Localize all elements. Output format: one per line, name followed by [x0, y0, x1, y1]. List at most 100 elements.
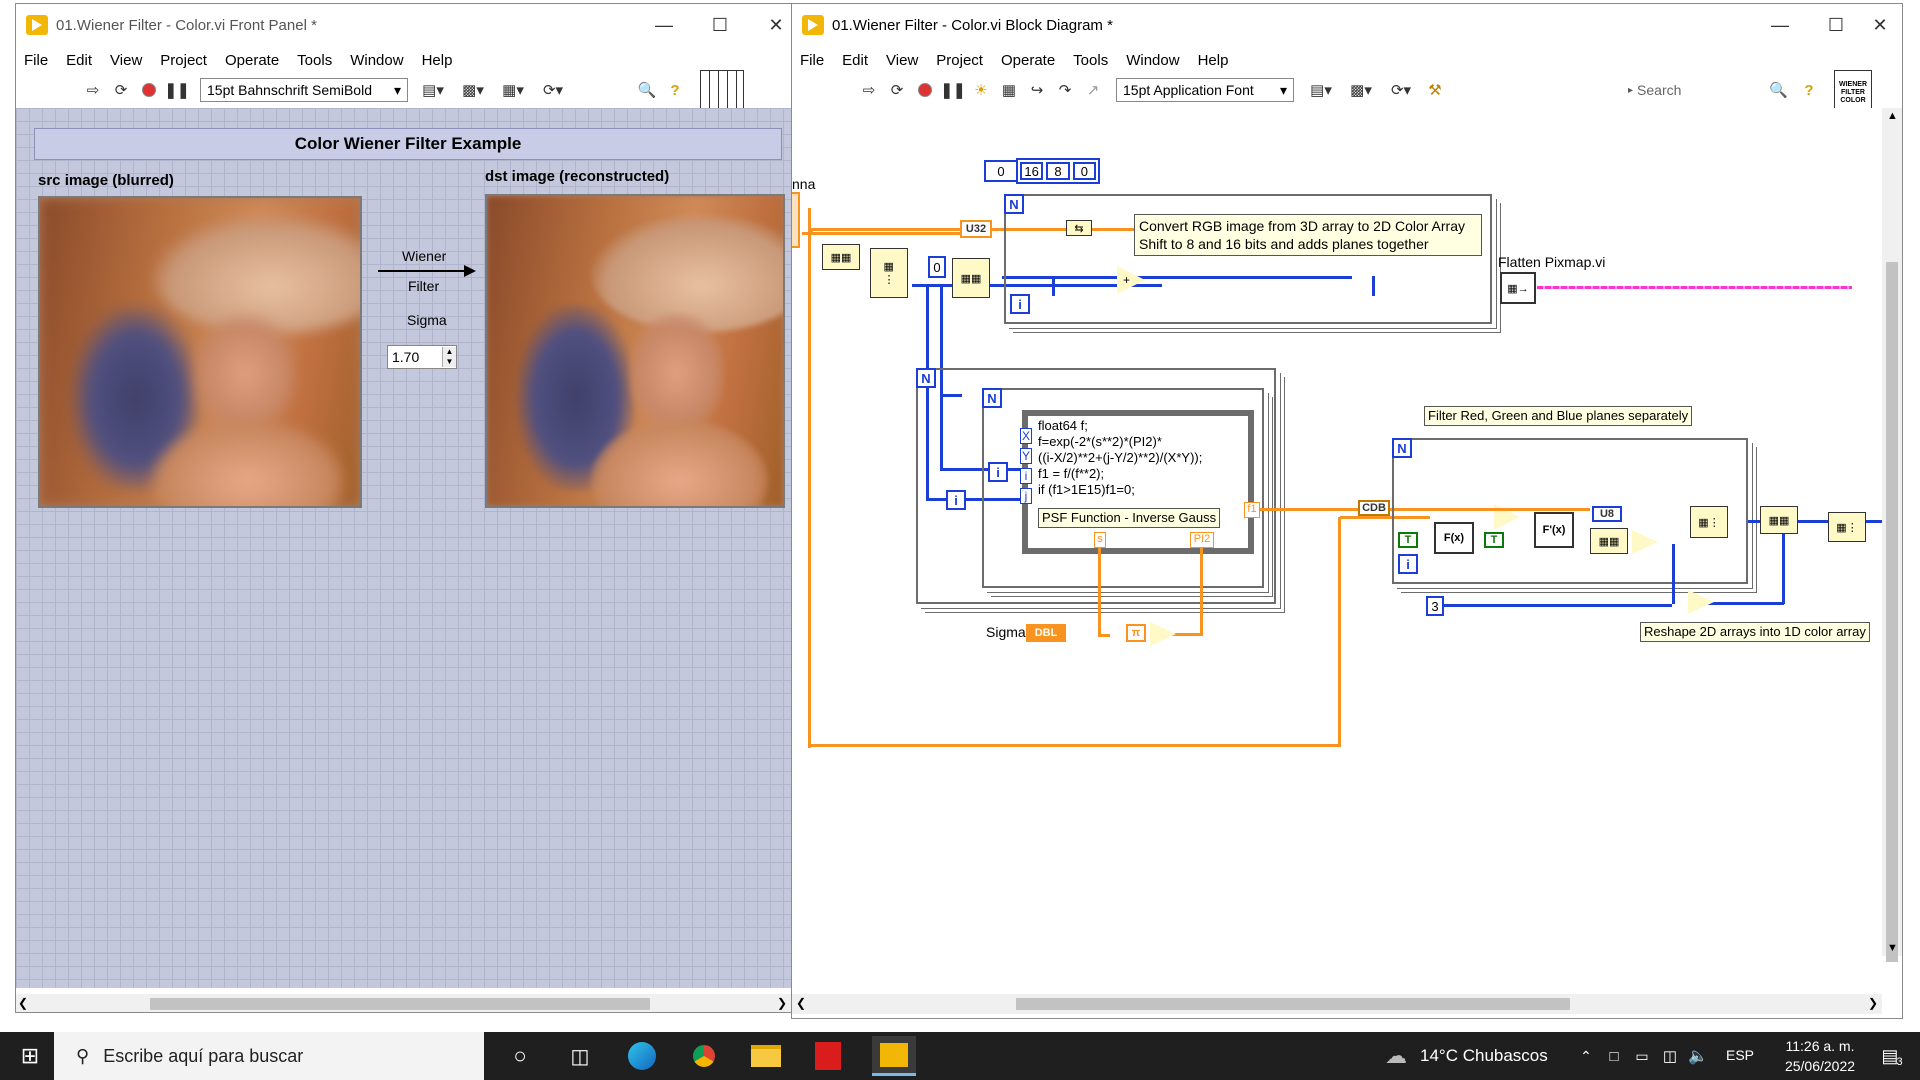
- search-icon[interactable]: 🔍: [637, 82, 657, 99]
- menu-edit[interactable]: Edit: [842, 51, 869, 69]
- font-selector[interactable]: 15pt Application Font▾: [1116, 78, 1294, 102]
- windows-start-icon[interactable]: ⊞: [20, 1043, 40, 1068]
- fp-hscrollbar[interactable]: ❮ ❯: [16, 994, 791, 1012]
- abort-icon[interactable]: [138, 79, 160, 101]
- search-box[interactable]: ▸ Search 🔍: [1628, 78, 1788, 102]
- square-node[interactable]: [1150, 622, 1176, 646]
- pause-icon[interactable]: ❚❚: [940, 82, 966, 99]
- resize-icon[interactable]: ▦▾: [502, 82, 524, 99]
- minimize-button[interactable]: —: [1771, 14, 1789, 35]
- constant-3[interactable]: 3: [1426, 596, 1444, 616]
- u32-conversion-node[interactable]: U32: [960, 220, 992, 238]
- formula-node[interactable]: float64 f; f=exp(-2*(s**2)*(PI2)* ((i-X/…: [1022, 410, 1254, 554]
- constant-zero[interactable]: 0: [928, 256, 946, 278]
- chrome-icon[interactable]: [686, 1040, 722, 1072]
- distribute-icon[interactable]: ▩▾: [462, 82, 484, 99]
- cdb-conversion-node[interactable]: CDB: [1358, 500, 1390, 516]
- menu-help[interactable]: Help: [1197, 51, 1229, 69]
- formula-input-j[interactable]: j: [1020, 488, 1032, 504]
- run-icon[interactable]: ⇨: [86, 82, 100, 99]
- formula-input-i[interactable]: i: [1020, 468, 1032, 484]
- pause-icon[interactable]: ❚❚: [164, 82, 190, 99]
- inner-loop-iteration-terminal[interactable]: i: [988, 462, 1008, 482]
- increment-decrement-icon[interactable]: ▲▼: [442, 347, 456, 367]
- language-indicator[interactable]: ESP: [1726, 1047, 1755, 1063]
- menu-tools[interactable]: Tools: [1073, 51, 1109, 69]
- run-icon[interactable]: ⇨: [862, 82, 876, 99]
- scroll-right-icon[interactable]: ❯: [1867, 996, 1878, 1010]
- outer-loop-count-terminal[interactable]: N: [916, 368, 936, 388]
- reshape-array-node[interactable]: ▦▦: [1760, 506, 1798, 534]
- weather-text[interactable]: 14°C Chubascos: [1420, 1046, 1548, 1065]
- scroll-right-icon[interactable]: ❯: [776, 996, 787, 1010]
- labview-taskbar-icon[interactable]: [872, 1036, 916, 1076]
- array-size-node[interactable]: ▦⋮: [870, 248, 908, 298]
- close-button[interactable]: ✕: [768, 14, 784, 35]
- sigma-control[interactable]: 1.70 ▲▼: [387, 345, 457, 369]
- help-icon[interactable]: ?: [670, 81, 680, 99]
- formula-input-y[interactable]: Y: [1020, 448, 1032, 464]
- clock[interactable]: 11:26 a. m. 25/06/2022: [1770, 1036, 1870, 1076]
- build-array-node-2[interactable]: ▦⋮: [1690, 506, 1728, 538]
- loop-count-terminal[interactable]: N: [1004, 194, 1024, 214]
- index-array-node-2[interactable]: ▦▦: [1590, 528, 1628, 554]
- abort-icon[interactable]: [914, 79, 936, 101]
- menu-help[interactable]: Help: [421, 51, 453, 69]
- menu-operate[interactable]: Operate: [224, 51, 280, 69]
- volume-icon[interactable]: 🔈: [1688, 1048, 1708, 1065]
- run-continuously-icon[interactable]: ⟳: [890, 82, 904, 99]
- pi-constant[interactable]: π: [1126, 624, 1146, 642]
- formula-input-x[interactable]: X: [1020, 428, 1032, 444]
- build-array-node[interactable]: ▦▦: [952, 258, 990, 298]
- sigma-value[interactable]: 1.70: [392, 349, 420, 365]
- sigma-terminal[interactable]: DBL: [1026, 624, 1066, 642]
- add-node[interactable]: [1117, 266, 1145, 294]
- scroll-up-icon[interactable]: ▲: [1887, 110, 1898, 122]
- menu-file[interactable]: File: [800, 51, 825, 69]
- font-selector[interactable]: 15pt Bahnschrift SemiBold▾: [200, 78, 408, 102]
- fft-node[interactable]: F(x): [1434, 522, 1474, 554]
- align-icon[interactable]: ▤▾: [422, 82, 444, 99]
- task-view-icon[interactable]: ◫: [570, 1045, 590, 1068]
- fp-hscroll-thumb[interactable]: [150, 998, 650, 1010]
- scroll-left-icon[interactable]: ❮: [18, 996, 29, 1010]
- scroll-down-icon[interactable]: ▼: [1887, 942, 1898, 954]
- retain-wire-values-icon[interactable]: ▦: [1001, 82, 1017, 99]
- menu-tools[interactable]: Tools: [297, 51, 333, 69]
- build-array-node-3[interactable]: ▦⋮: [1828, 512, 1866, 542]
- loop-iteration-terminal[interactable]: i: [1010, 294, 1030, 314]
- scroll-left-icon[interactable]: ❮: [796, 996, 807, 1010]
- true-constant-2[interactable]: T: [1484, 532, 1504, 548]
- formula-line[interactable]: float64 f;: [1038, 418, 1088, 433]
- acrobat-icon[interactable]: [810, 1040, 846, 1072]
- constant-16[interactable]: 16: [1020, 162, 1044, 180]
- true-constant[interactable]: T: [1398, 532, 1418, 548]
- maximize-button[interactable]: ☐: [711, 14, 729, 35]
- constant-array[interactable]: 16 8 0: [1016, 158, 1100, 184]
- taskbar-search-input[interactable]: Escribe aquí para buscar: [103, 1045, 304, 1066]
- run-continuously-icon[interactable]: ⟳: [114, 82, 128, 99]
- filter-for-loop[interactable]: [1392, 438, 1748, 584]
- menu-window[interactable]: Window: [1126, 51, 1180, 69]
- distribute-icon[interactable]: ▩▾: [1350, 82, 1372, 99]
- network-icon[interactable]: ◫: [1662, 1048, 1678, 1065]
- highlight-execution-icon[interactable]: ☀: [974, 82, 988, 99]
- file-explorer-icon[interactable]: [748, 1040, 784, 1072]
- formula-output-f1[interactable]: f1: [1244, 502, 1260, 518]
- menu-edit[interactable]: Edit: [66, 51, 93, 69]
- chevron-up-icon[interactable]: ⌃: [1580, 1047, 1592, 1064]
- help-icon[interactable]: ?: [1804, 81, 1814, 99]
- step-into-icon[interactable]: ↪: [1030, 82, 1044, 99]
- menu-window[interactable]: Window: [350, 51, 404, 69]
- inner-for-loop[interactable]: [982, 388, 1264, 588]
- formula-line[interactable]: ((i-X/2)**2+(j-Y/2)**2)/(X*Y));: [1038, 450, 1203, 465]
- index-array-node[interactable]: ▦▦: [822, 244, 860, 270]
- cortana-icon[interactable]: ○: [513, 1043, 527, 1068]
- align-icon[interactable]: ▤▾: [1310, 82, 1332, 99]
- notification-icon[interactable]: ▤3: [1881, 1045, 1903, 1069]
- search-input[interactable]: Search: [1637, 82, 1682, 98]
- battery-icon[interactable]: ▭: [1635, 1047, 1649, 1064]
- bd-vscroll-thumb[interactable]: [1886, 262, 1898, 962]
- device-icon[interactable]: □: [1609, 1047, 1619, 1065]
- bd-hscrollbar[interactable]: ❮ ❯: [792, 994, 1882, 1014]
